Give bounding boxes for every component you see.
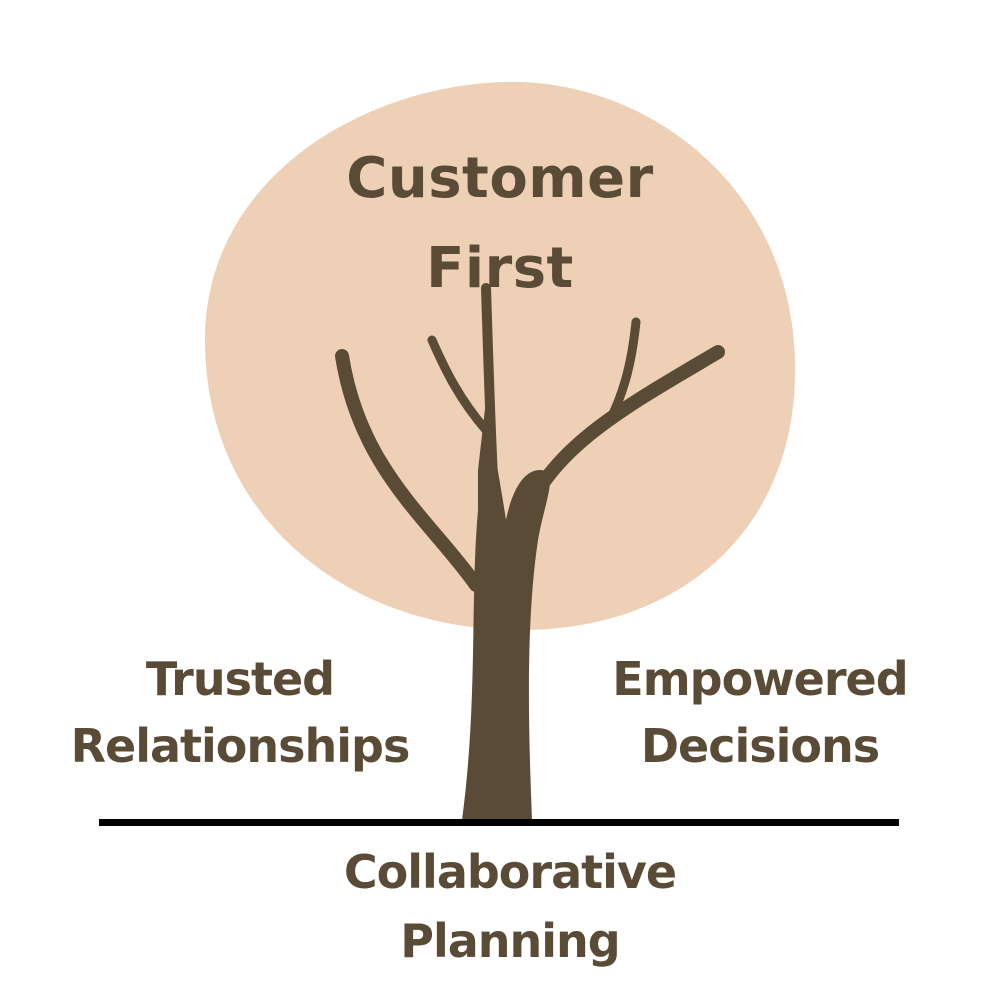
ground-label-line1: Collaborative: [343, 845, 677, 899]
canopy-label-line2: First: [426, 235, 574, 301]
branch-center-left: [427, 335, 491, 435]
left-label-line1: Trusted: [145, 652, 335, 706]
canopy-label: Customer First: [300, 134, 700, 313]
canopy-blob: [205, 81, 796, 631]
tree-trunk: [335, 283, 725, 820]
left-label: Trusted Relationships: [40, 646, 440, 779]
right-label: Empowered Decisions: [560, 646, 960, 779]
ground-line: [99, 819, 899, 826]
left-label-line2: Relationships: [70, 718, 411, 773]
canopy-label-line1: Customer: [346, 146, 654, 211]
branch-right: [513, 345, 725, 537]
branch-center: [481, 283, 499, 505]
ground-label-line2: Planning: [400, 914, 620, 968]
branch-left: [335, 349, 483, 592]
branch-right-upper: [605, 317, 641, 425]
ground-label: Collaborative Planning: [300, 838, 720, 976]
right-label-line1: Empowered: [612, 652, 908, 706]
right-label-line2: Decisions: [640, 718, 880, 773]
